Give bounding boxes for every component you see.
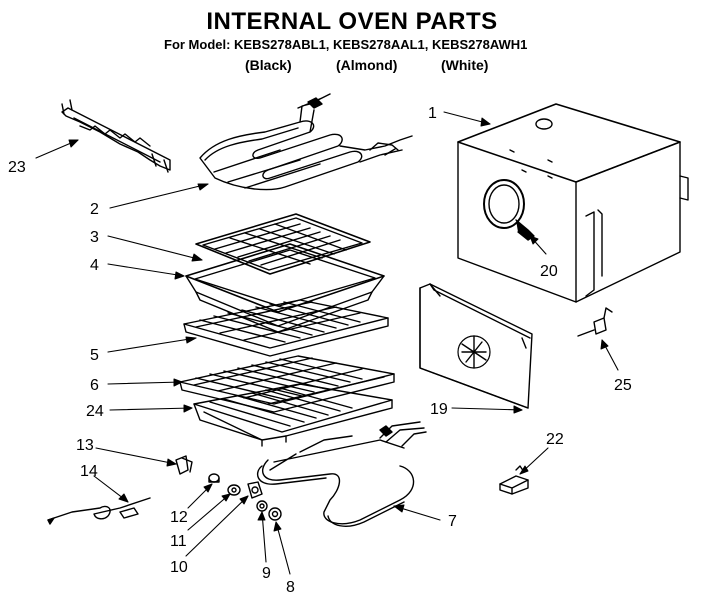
callout-5: 5	[90, 347, 99, 364]
part-6-oven-rack	[179, 355, 395, 413]
color-black: (Black)	[245, 57, 292, 73]
callout-3: 3	[90, 229, 99, 246]
callout-20: 20	[540, 263, 558, 280]
leader-lines	[35, 111, 619, 575]
part-19-convection-panel	[419, 283, 533, 409]
part-10-clip	[247, 481, 263, 499]
callout-4: 4	[90, 257, 99, 274]
callout-24: 24	[86, 403, 104, 420]
part-7-bake-element	[256, 421, 427, 527]
callout-numbers: 1 2 3 4 5 6 24 13 14 12 11 10 9 8 7 19 2…	[8, 105, 632, 596]
part-5-oven-rack	[183, 299, 389, 357]
part-13-clip	[175, 455, 193, 475]
part-8-nut	[268, 507, 282, 521]
model-list: For Model: KEBS278ABL1, KEBS278AAL1, KEB…	[164, 37, 528, 52]
part-11-washer	[227, 484, 241, 496]
callout-12: 12	[170, 509, 188, 526]
part-23-top-bracket	[61, 99, 171, 173]
callout-13: 13	[76, 437, 94, 454]
callout-8: 8	[286, 579, 295, 596]
part-1-oven-cavity	[457, 103, 689, 303]
part-9-washer	[256, 500, 268, 512]
part-24-oven-rack	[193, 383, 393, 447]
part-14-sensor	[47, 497, 151, 525]
callout-23: 23	[8, 159, 26, 176]
color-white: (White)	[441, 57, 489, 73]
leader-arrowheads	[68, 117, 609, 532]
callout-1: 1	[428, 105, 437, 122]
part-2-heating-element	[199, 93, 413, 191]
callout-6: 6	[90, 377, 99, 394]
callout-7: 7	[448, 513, 457, 530]
color-almond: (Almond)	[336, 57, 398, 73]
stray-mark: "	[685, 0, 690, 8]
callout-2: 2	[90, 201, 99, 218]
diagram-title: INTERNAL OVEN PARTS	[206, 8, 498, 35]
part-25-thermostat	[577, 307, 613, 337]
callout-14: 14	[80, 463, 98, 480]
callout-22: 22	[546, 431, 564, 448]
callout-25: 25	[614, 377, 632, 394]
callout-9: 9	[262, 565, 271, 582]
part-12-spacer	[208, 473, 220, 483]
callout-10: 10	[170, 559, 188, 576]
callout-19: 19	[430, 401, 448, 418]
callout-11: 11	[170, 533, 187, 550]
